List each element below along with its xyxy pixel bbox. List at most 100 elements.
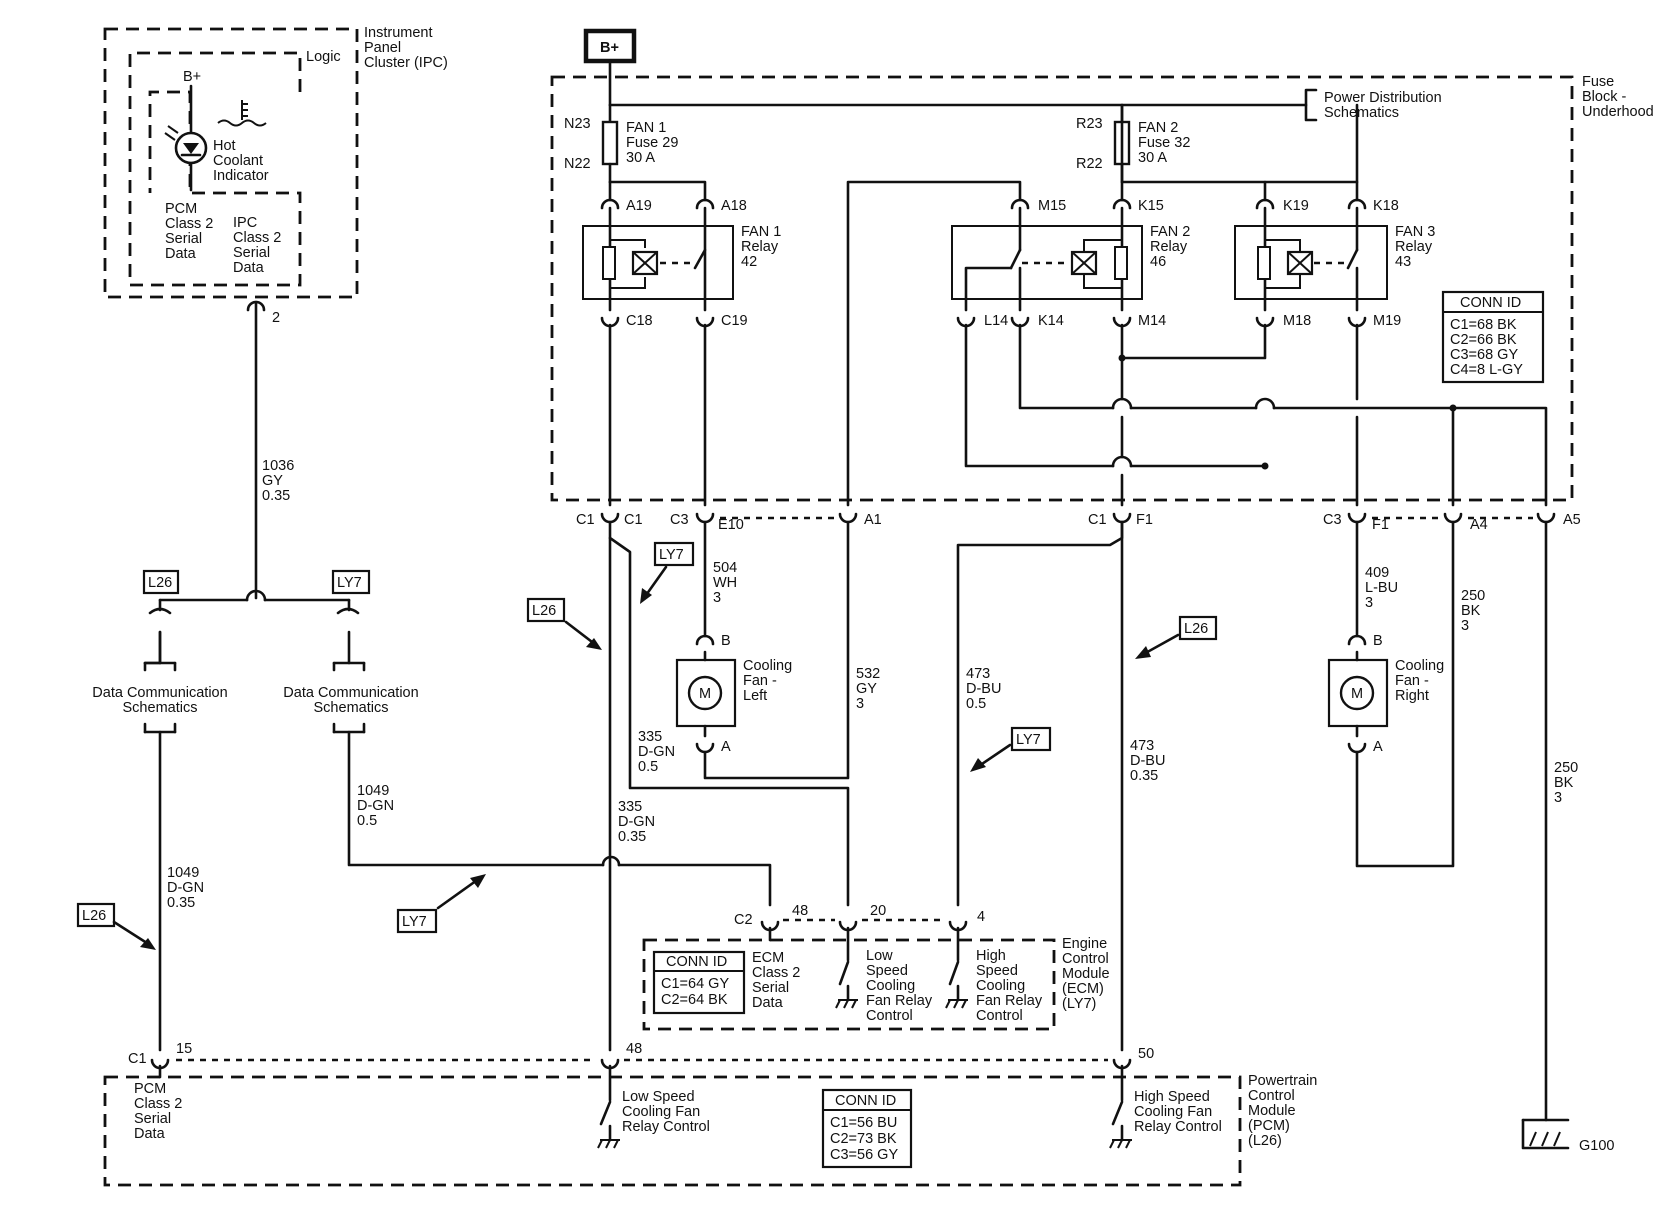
hot-coolant-indicator-label: Indicator [213,168,269,184]
svg-text:WH: WH [713,575,737,591]
ipc-module: Instrument Panel Cluster (IPC) Logic B+ … [103,25,448,326]
fuse1-label: Fuse 29 [626,135,678,151]
svg-text:D-BU: D-BU [966,681,1001,697]
svg-text:D-BU: D-BU [1130,753,1165,769]
ipc-serial-label: Serial [233,245,270,261]
svg-text:M: M [699,686,711,702]
svg-text:0.5: 0.5 [357,813,377,829]
data-communication-label: Schematics [314,700,389,716]
svg-text:Module: Module [1248,1103,1296,1119]
ground-icon [1529,1131,1561,1147]
svg-text:(PCM): (PCM) [1248,1118,1290,1134]
coolant-temperature-icon [217,100,267,127]
fuse1-top-pin: N23 [564,116,591,132]
svg-text:C1=64 GY: C1=64 GY [661,976,729,992]
svg-text:D-GN: D-GN [638,744,675,760]
svg-text:Cooling: Cooling [866,978,915,994]
svg-text:L26: L26 [82,908,106,924]
svg-text:335: 335 [618,799,642,815]
svg-text:BK: BK [1461,603,1481,619]
svg-text:C1=68 BK: C1=68 BK [1450,317,1517,333]
svg-text:A: A [721,739,731,755]
svg-text:1049: 1049 [357,783,389,799]
svg-text:M15: M15 [1038,198,1066,214]
svg-text:L26: L26 [532,603,556,619]
svg-text:ECM: ECM [752,950,784,966]
svg-text:Class 2: Class 2 [134,1096,182,1112]
wire-label-335a: 335 D-GN 0.5 [638,729,675,775]
svg-text:Low Speed: Low Speed [622,1089,695,1105]
svg-text:M: M [1351,686,1363,702]
svg-text:0.35: 0.35 [1130,768,1158,784]
svg-text:4: 4 [977,909,985,925]
svg-text:LY7: LY7 [402,914,427,930]
svg-text:Relay Control: Relay Control [622,1119,710,1135]
svg-text:C3=56 GY: C3=56 GY [830,1147,898,1163]
svg-text:Cooling Fan: Cooling Fan [1134,1104,1212,1120]
wire-label-1049b: 1049 D-GN 0.35 [167,865,204,911]
ground-g100: G100 [1521,1118,1614,1154]
svg-text:PCM: PCM [134,1081,166,1097]
svg-text:Left: Left [743,688,767,704]
svg-text:A4: A4 [1470,517,1488,533]
ipc-serial-label: IPC [233,215,257,231]
data-communication-label: Data Communication [92,685,227,701]
fuse-block-title: Block - [1582,89,1626,105]
svg-text:1036: 1036 [262,458,294,474]
svg-text:FAN 2: FAN 2 [1150,224,1190,240]
svg-text:50: 50 [1138,1046,1154,1062]
fuse-block-outline [550,75,1574,502]
svg-text:0.5: 0.5 [638,759,658,775]
svg-text:C1: C1 [128,1051,147,1067]
data-communication-label: Data Communication [283,685,418,701]
svg-text:D-GN: D-GN [167,880,204,896]
svg-text:Data: Data [134,1126,166,1142]
ground-icon [597,1139,620,1149]
hot-coolant-indicator-label: Coolant [213,153,263,169]
wire-label-1049a: 1049 D-GN 0.5 [357,783,394,829]
svg-text:Control: Control [1248,1088,1295,1104]
fuse1-label: FAN 1 [626,120,666,136]
svg-text:Fan -: Fan - [743,673,777,689]
fuse-block-bottom-connectors: C1 C1 C3 E10 A1 C1 F1 C3 F1 A4 A5 [576,512,1581,533]
svg-text:L26: L26 [148,575,172,591]
svg-text:LY7: LY7 [1016,732,1041,748]
motor-icon [1339,675,1375,711]
pcm-serial-label: Serial [165,231,202,247]
pcm-serial-label: Class 2 [165,216,213,232]
tag-ly7: LY7 [970,726,1052,772]
fuse2-bottom-pin: R22 [1076,156,1103,172]
svg-text:C4=8 L-GY: C4=8 L-GY [1450,362,1523,378]
led-light-rays-icon [164,125,179,141]
fuse2-label: 30 A [1138,150,1167,166]
ground-icon [1109,1139,1132,1149]
ipc-title-line: Cluster (IPC) [364,55,448,71]
svg-text:Module: Module [1062,966,1110,982]
svg-text:Cooling Fan: Cooling Fan [622,1104,700,1120]
svg-text:C3: C3 [1323,512,1342,528]
svg-text:C1: C1 [1088,512,1107,528]
svg-text:K14: K14 [1038,313,1064,329]
svg-text:15: 15 [176,1041,192,1057]
svg-text:0.5: 0.5 [966,696,986,712]
ipc-serial-label: Class 2 [233,230,281,246]
svg-text:3: 3 [1365,595,1373,611]
svg-text:CONN ID: CONN ID [666,954,727,970]
svg-text:C3: C3 [670,512,689,528]
power-distribution-label: Schematics [1324,105,1399,121]
wire-label-504: 504 WH 3 [713,560,737,606]
ipc-title-line: Panel [364,40,401,56]
svg-text:Fan Relay: Fan Relay [866,993,933,1009]
tag-ly7: LY7 [396,874,486,934]
svg-text:532: 532 [856,666,880,682]
svg-text:Speed: Speed [866,963,908,979]
data-communication-label: Schematics [123,700,198,716]
fuse2-top-pin: R23 [1076,116,1103,132]
svg-text:473: 473 [1130,738,1154,754]
tag-l26: L26 [526,597,602,650]
svg-text:C18: C18 [626,313,653,329]
svg-text:20: 20 [870,903,886,919]
fan1-relay: A19 A18 FAN 1 Relay 42 C18 C19 [582,198,781,329]
svg-text:Serial: Serial [134,1111,171,1127]
